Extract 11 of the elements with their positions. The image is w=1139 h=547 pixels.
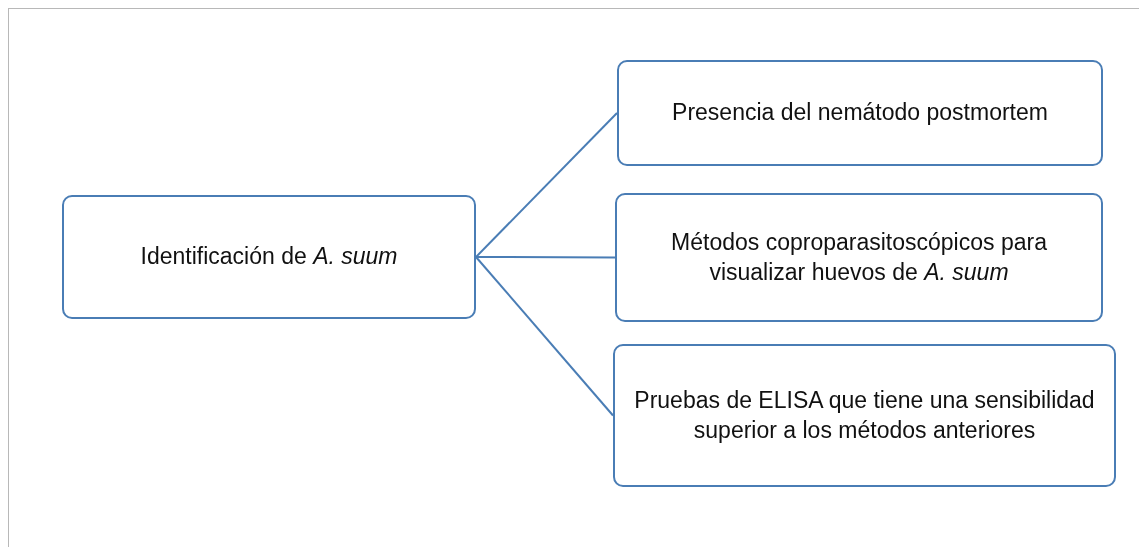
connector-line <box>475 256 614 417</box>
text-box <box>615 193 1103 322</box>
text-box <box>62 195 476 319</box>
box-text: Identificación de A. suum <box>140 242 398 272</box>
text-box <box>613 344 1116 487</box>
box-text: Presencia del nemátodo postmortem <box>672 98 1048 128</box>
box-text: Pruebas de ELISA que tiene una sensibilidad superior a los métodos anteriores <box>633 385 1096 445</box>
box-text: Métodos coproparasitoscópicos para visualizar huevos de A. suum <box>670 227 1048 287</box>
text-box <box>617 60 1103 166</box>
connector-line <box>475 256 616 259</box>
connector-line <box>475 112 618 258</box>
